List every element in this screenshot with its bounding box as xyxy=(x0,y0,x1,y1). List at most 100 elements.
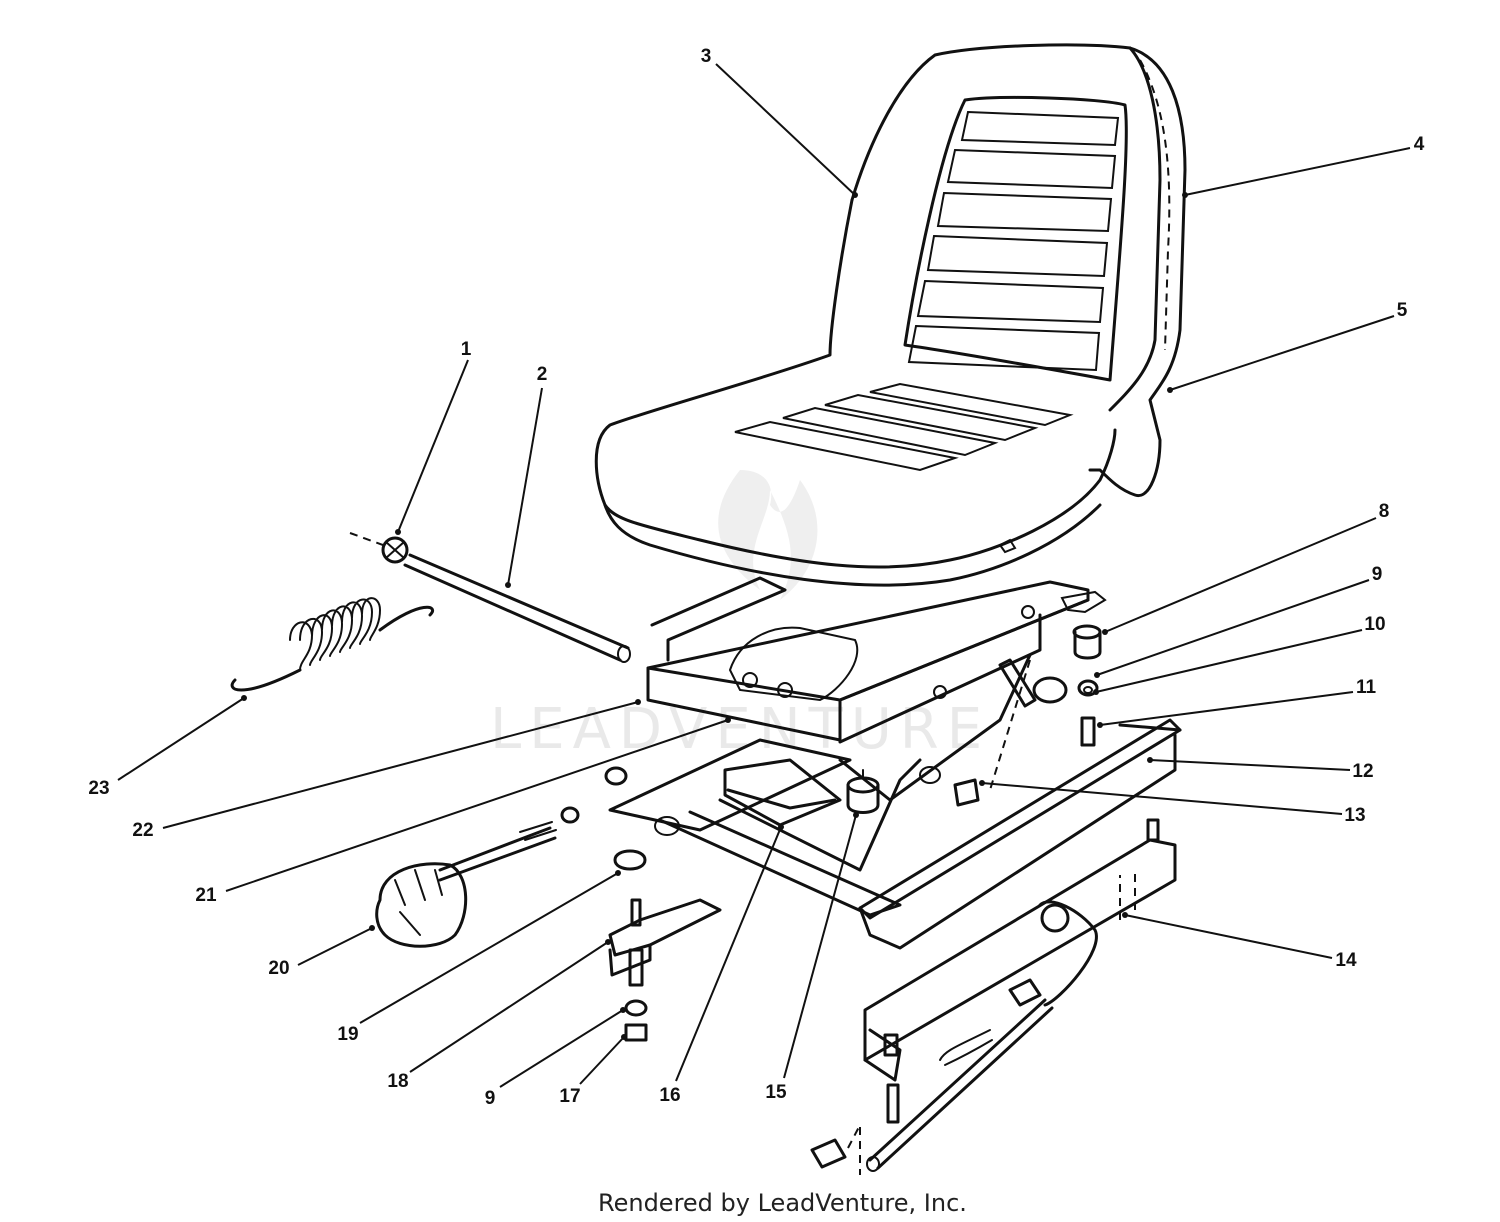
lever-handle xyxy=(1038,900,1098,1007)
leader-line xyxy=(225,719,729,892)
washer-21 xyxy=(560,806,580,824)
leader-line xyxy=(409,941,609,1073)
leader-line xyxy=(359,872,619,1024)
seat-latch xyxy=(1060,590,1107,614)
callout-label: 23 xyxy=(88,778,109,799)
pivot-tube xyxy=(1032,676,1068,704)
seat-plate-rail-left xyxy=(650,576,787,662)
rail-12-top xyxy=(1118,723,1182,732)
track-stud-front xyxy=(883,1033,899,1057)
leader-dot xyxy=(1102,629,1108,635)
scissor-arm-hidden xyxy=(989,659,1031,791)
slide-track-14 xyxy=(810,818,1177,1175)
callout-c20: 20 xyxy=(268,925,375,979)
right-rail xyxy=(858,718,1182,920)
right-rail-flange xyxy=(858,733,1177,950)
callout-c19: 19 xyxy=(337,870,621,1045)
callout-label: 8 xyxy=(1379,501,1390,522)
spacer-13 xyxy=(953,778,980,807)
leader-line xyxy=(1095,629,1363,693)
plate-hole xyxy=(1021,605,1035,619)
callout-c15: 15 xyxy=(765,812,859,1103)
leader-dot xyxy=(621,1034,627,1040)
right-hardware xyxy=(1072,624,1182,747)
callout-label: 21 xyxy=(195,885,217,906)
callout-label: 2 xyxy=(537,364,548,385)
tube-end xyxy=(654,816,680,836)
leader-dot xyxy=(605,939,611,945)
callout-c5: 5 xyxy=(1167,300,1408,393)
leader-dot xyxy=(979,780,985,786)
callout-c13: 13 xyxy=(979,780,1366,826)
leader-dot xyxy=(241,695,247,701)
seat-plate-cutout xyxy=(728,626,859,702)
track-hidden-studs xyxy=(1119,870,1136,920)
leader-line xyxy=(1184,147,1411,196)
leader-dot xyxy=(1093,689,1099,695)
callout-c23: 23 xyxy=(88,695,247,799)
seat-back-seam xyxy=(1139,59,1171,351)
callout-c9b: 9 xyxy=(485,1007,626,1109)
leader-dot xyxy=(1147,757,1153,763)
washer-9 xyxy=(1077,679,1099,697)
leader-dot xyxy=(853,812,859,818)
callout-label: 13 xyxy=(1344,805,1365,826)
rod-2-end xyxy=(617,645,631,663)
leader-line xyxy=(397,359,469,533)
lever-grip-axis xyxy=(847,1124,861,1175)
callout-c10: 10 xyxy=(1093,614,1386,695)
seat-rib xyxy=(824,393,1039,442)
spring-coils xyxy=(289,597,382,671)
seat-back-pad-frame xyxy=(903,96,1128,382)
leader-dot xyxy=(1094,672,1100,678)
slide-rail-18 xyxy=(608,898,722,957)
bumper-8-top xyxy=(1072,624,1102,640)
plate-hole xyxy=(742,672,758,688)
leader-line xyxy=(675,826,782,1082)
callout-c1: 1 xyxy=(395,339,472,535)
stud-lower xyxy=(628,948,644,987)
callout-label: 15 xyxy=(765,1082,787,1103)
leader-line xyxy=(1096,579,1370,676)
seat-back-inner-edge xyxy=(1108,46,1162,412)
callout-c14: 14 xyxy=(1122,912,1357,971)
callout-label: 9 xyxy=(485,1088,496,1109)
lever-rod-end xyxy=(866,1156,880,1172)
callout-label: 4 xyxy=(1414,134,1425,155)
callout-label: 9 xyxy=(1372,564,1383,585)
callout-label: 18 xyxy=(387,1071,408,1092)
callout-label: 16 xyxy=(659,1085,680,1106)
washer-9-lower xyxy=(624,999,648,1017)
seat xyxy=(594,43,1187,587)
slide-track-body xyxy=(863,838,1177,1062)
scissor-arm-left xyxy=(718,758,922,872)
clip-1-teeth xyxy=(385,541,405,559)
seat-rib xyxy=(734,420,959,472)
lever-plate xyxy=(1008,978,1042,1007)
leader-dot xyxy=(1122,912,1128,918)
leader-line xyxy=(715,63,856,196)
leader-dot xyxy=(1182,192,1188,198)
rod-2-top xyxy=(408,553,630,650)
callout-label: 1 xyxy=(461,339,472,360)
track-stud-top xyxy=(1146,818,1160,842)
back-rib xyxy=(946,148,1117,190)
callout-c16: 16 xyxy=(659,824,784,1106)
clip-1 xyxy=(381,536,409,564)
nut-21-top xyxy=(604,766,628,786)
suspension-frame xyxy=(608,653,1182,950)
clip-1-axis xyxy=(349,532,384,546)
back-rib xyxy=(960,110,1120,147)
knob-shaft-lower xyxy=(438,836,557,882)
leader-dot xyxy=(620,1007,626,1013)
callout-c18: 18 xyxy=(387,939,611,1092)
leader-dot xyxy=(395,529,401,535)
spring-hook-right xyxy=(378,605,434,632)
leader-dot xyxy=(635,699,641,705)
bolt-11 xyxy=(1080,716,1096,747)
lever-spring xyxy=(939,1029,993,1066)
seat-plate-side xyxy=(838,613,1042,744)
callout-c3: 3 xyxy=(701,46,858,198)
plate-hole xyxy=(777,682,793,698)
